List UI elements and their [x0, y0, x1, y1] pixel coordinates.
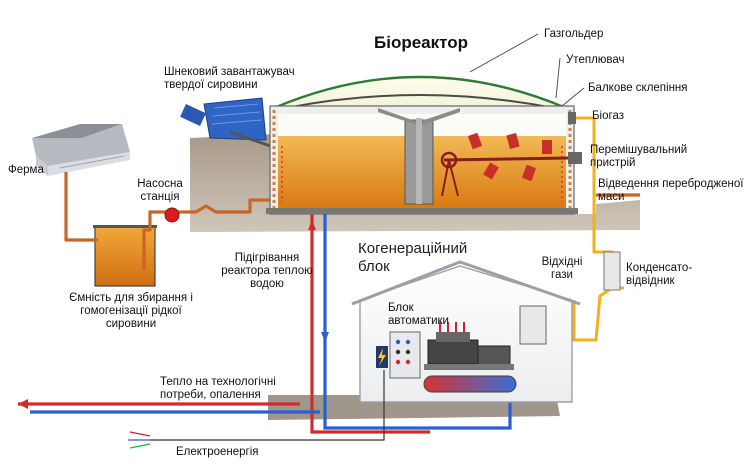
- cogeneration-engine: [424, 322, 514, 370]
- collection-tank: [93, 225, 157, 287]
- label-biogas: Біогаз: [592, 110, 624, 122]
- electric-cable: [128, 370, 385, 449]
- screw-loader-icon: [180, 97, 283, 152]
- label-tank: Ємність для збирання і гомогенізації рід…: [69, 292, 193, 330]
- label-beam-vault: Балкове склепіння: [588, 82, 688, 94]
- gasholder-dome: [273, 75, 567, 110]
- label-mixer: Перемішувальний пристрій: [590, 144, 688, 169]
- lightning-icon: [378, 348, 386, 366]
- label-heat-use: Тепло на технологічні потреби, опалення: [160, 376, 276, 401]
- label-automation: Блок автоматики: [388, 302, 449, 327]
- label-pump-station: Насосна станція: [137, 178, 183, 203]
- label-digestate-out: Відведення перебродженої маси: [598, 178, 744, 203]
- heat-exchanger: [423, 375, 517, 393]
- heating-pipes: [18, 214, 512, 434]
- label-heating: Підігрівання реактора теплою водою: [221, 252, 313, 290]
- label-condensate: Конденсато-відвідник: [626, 262, 693, 287]
- pointer-lines: [469, 33, 585, 107]
- pump-icon: [164, 207, 180, 223]
- label-insulation: Утеплювач: [566, 54, 625, 66]
- label-screw-loader: Шнековий завантажувач твердої сировини: [164, 66, 295, 91]
- biogas-outlet-icon: [568, 112, 576, 124]
- mixer-icon: [440, 132, 582, 197]
- label-cogeneration: Когенераційний блок: [358, 240, 468, 275]
- bioreactor-tank: [266, 105, 578, 215]
- farm-building-icon: [32, 124, 130, 176]
- label-farm: Ферма: [8, 164, 44, 176]
- label-electricity: Електроенергія: [176, 446, 259, 458]
- automation-box: [519, 305, 547, 345]
- condensate-trap-icon: [603, 251, 621, 291]
- diagram-title: Біореактор: [374, 33, 468, 52]
- control-cabinet: [376, 331, 421, 379]
- slurry-pipe: [64, 172, 640, 270]
- label-exhaust: Відхідні гази: [541, 256, 583, 281]
- label-gasholder: Газгольдер: [544, 28, 604, 40]
